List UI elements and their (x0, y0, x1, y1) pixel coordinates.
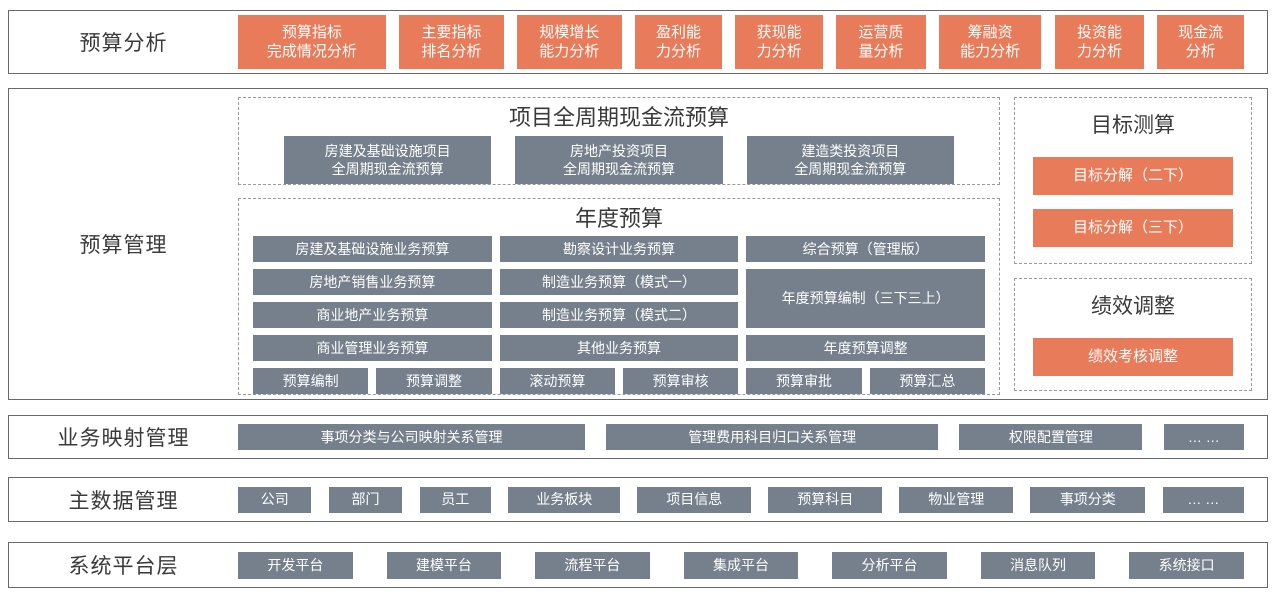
platform-module: 消息队列 (980, 551, 1096, 579)
mapping-module: 事项分类与公司映射关系管理 (238, 424, 586, 450)
annual-budget-title: 年度预算 (574, 206, 663, 231)
budget-management-label: 预算管理 (79, 234, 168, 257)
mapping-module: 管理费用科目归口关系管理 (606, 424, 939, 450)
analysis-module: 主要指标 排名分析 (399, 15, 504, 69)
platform-module: 流程平台 (535, 551, 650, 579)
system-platform-label: 系统平台层 (68, 555, 179, 578)
analysis-module: 现金流 分析 (1157, 15, 1244, 69)
annual-budget-grid: 房建及基础设施业务预算 勘察设计业务预算 综合预算（管理版） 房地产销售业务预算… (253, 236, 985, 361)
performance-adjustment-group: 绩效调整 绩效考核调整 (1014, 278, 1252, 391)
business-mapping-row: 事项分类与公司映射关系管理 管理费用科目归口关系管理 权限配置管理 … … (238, 424, 1267, 450)
annual-process-module: 预算汇总 (869, 368, 985, 394)
performance-adjustment-title: 绩效调整 (1091, 295, 1175, 318)
masterdata-module-more: … … (1162, 486, 1244, 513)
project-cashflow-module: 建造类投资项目 全周期现金流预算 (746, 136, 954, 184)
project-cashflow-group: 项目全周期现金流预算 房建及基础设施项目 全周期现金流预算 房地产投资项目 全周… (238, 97, 1000, 185)
platform-module: 建模平台 (386, 551, 502, 579)
analysis-module: 获现能 力分析 (735, 15, 823, 69)
annual-budget-module-tall: 年度预算编制（三下三上） (746, 269, 985, 328)
project-cashflow-module: 房地产投资项目 全周期现金流预算 (515, 136, 723, 184)
annual-process-module: 预算审批 (746, 368, 862, 394)
target-module: 目标分解（二下） (1033, 157, 1233, 195)
project-cashflow-title: 项目全周期现金流预算 (508, 105, 729, 130)
analysis-module: 投资能 力分析 (1054, 15, 1145, 69)
annual-budget-module: 商业管理业务预算 (253, 335, 492, 361)
annual-budget-process-row: 预算编制 预算调整 滚动预算 预算审核 预算审批 预算汇总 (253, 368, 985, 394)
platform-module: 系统接口 (1129, 551, 1244, 579)
masterdata-module: 项目信息 (637, 486, 752, 513)
annual-budget-module: 制造业务预算（模式二） (499, 302, 739, 328)
masterdata-module: 业务板块 (508, 486, 621, 513)
system-platform-row: 开发平台 建模平台 流程平台 集成平台 分析平台 消息队列 系统接口 (238, 551, 1267, 579)
platform-module: 开发平台 (238, 551, 353, 579)
annual-process-module: 预算编制 (253, 368, 369, 394)
budget-management-left-column: 项目全周期现金流预算 房建及基础设施项目 全周期现金流预算 房地产投资项目 全周… (238, 97, 1000, 395)
masterdata-module: 物业管理 (899, 486, 1014, 513)
masterdata-module: 事项分类 (1030, 486, 1146, 513)
masterdata-module: 员工 (419, 486, 492, 513)
annual-process-module: 预算调整 (376, 368, 492, 394)
annual-budget-module: 其他业务预算 (499, 335, 739, 361)
project-cashflow-row: 房建及基础设施项目 全周期现金流预算 房地产投资项目 全周期现金流预算 建造类投… (284, 136, 954, 184)
analysis-module: 运营质 量分析 (836, 15, 926, 69)
layer-budget-analysis: 预算分析 预算指标 完成情况分析 主要指标 排名分析 规模增长 能力分析 盈利能… (8, 10, 1268, 74)
annual-process-module: 滚动预算 (499, 368, 615, 394)
analysis-module: 规模增长 能力分析 (516, 15, 622, 69)
analysis-module: 筹融资 能力分析 (938, 15, 1042, 69)
target-calculation-title: 目标测算 (1091, 114, 1175, 137)
platform-module: 集成平台 (683, 551, 799, 579)
master-data-label: 主数据管理 (68, 489, 179, 513)
annual-budget-module: 综合预算（管理版） (746, 236, 985, 262)
masterdata-module: 预算科目 (768, 486, 883, 513)
business-mapping-label: 业务映射管理 (57, 427, 190, 450)
annual-budget-module: 制造业务预算（模式一） (499, 269, 739, 295)
mapping-module-more: … … (1163, 424, 1244, 450)
target-calculation-group: 目标测算 目标分解（二下） 目标分解（三下） (1014, 97, 1252, 264)
budget-analysis-label: 预算分析 (79, 32, 168, 55)
annual-budget-module: 年度预算调整 (746, 335, 985, 361)
platform-module: 分析平台 (832, 551, 947, 579)
layer-system-platform: 系统平台层 开发平台 建模平台 流程平台 集成平台 分析平台 消息队列 系统接口 (8, 542, 1268, 588)
analysis-modules-row: 预算指标 完成情况分析 主要指标 排名分析 规模增长 能力分析 盈利能 力分析 … (238, 15, 1267, 69)
mapping-module: 权限配置管理 (959, 424, 1143, 450)
layer-business-mapping: 业务映射管理 事项分类与公司映射关系管理 管理费用科目归口关系管理 权限配置管理… (8, 415, 1268, 459)
annual-budget-group: 年度预算 房建及基础设施业务预算 勘察设计业务预算 综合预算（管理版） 房地产销… (238, 198, 1000, 395)
target-module: 目标分解（三下） (1033, 209, 1233, 247)
layer-master-data: 主数据管理 公司 部门 员工 业务板块 项目信息 预算科目 物业管理 事项分类 … (8, 477, 1268, 522)
analysis-module: 预算指标 完成情况分析 (238, 15, 386, 69)
analysis-module: 盈利能 力分析 (634, 15, 723, 69)
project-cashflow-module: 房建及基础设施项目 全周期现金流预算 (284, 136, 492, 184)
annual-budget-module: 房建及基础设施业务预算 (253, 236, 492, 262)
annual-process-module: 预算审核 (623, 368, 739, 394)
annual-budget-module: 勘察设计业务预算 (499, 236, 739, 262)
masterdata-module: 部门 (328, 486, 403, 513)
budget-management-right-column: 目标测算 目标分解（二下） 目标分解（三下） 绩效调整 绩效考核调整 (1014, 97, 1252, 391)
masterdata-module: 公司 (238, 486, 312, 513)
master-data-row: 公司 部门 员工 业务板块 项目信息 预算科目 物业管理 事项分类 … … (238, 486, 1267, 513)
budget-management-body: 项目全周期现金流预算 房建及基础设施项目 全周期现金流预算 房地产投资项目 全周… (238, 89, 1267, 399)
annual-budget-module: 商业地产业务预算 (253, 302, 492, 328)
layer-budget-management: 预算管理 项目全周期现金流预算 房建及基础设施项目 全周期现金流预算 房地产投资… (8, 88, 1268, 400)
annual-budget-module: 房地产销售业务预算 (253, 269, 492, 295)
performance-module: 绩效考核调整 (1033, 338, 1233, 376)
